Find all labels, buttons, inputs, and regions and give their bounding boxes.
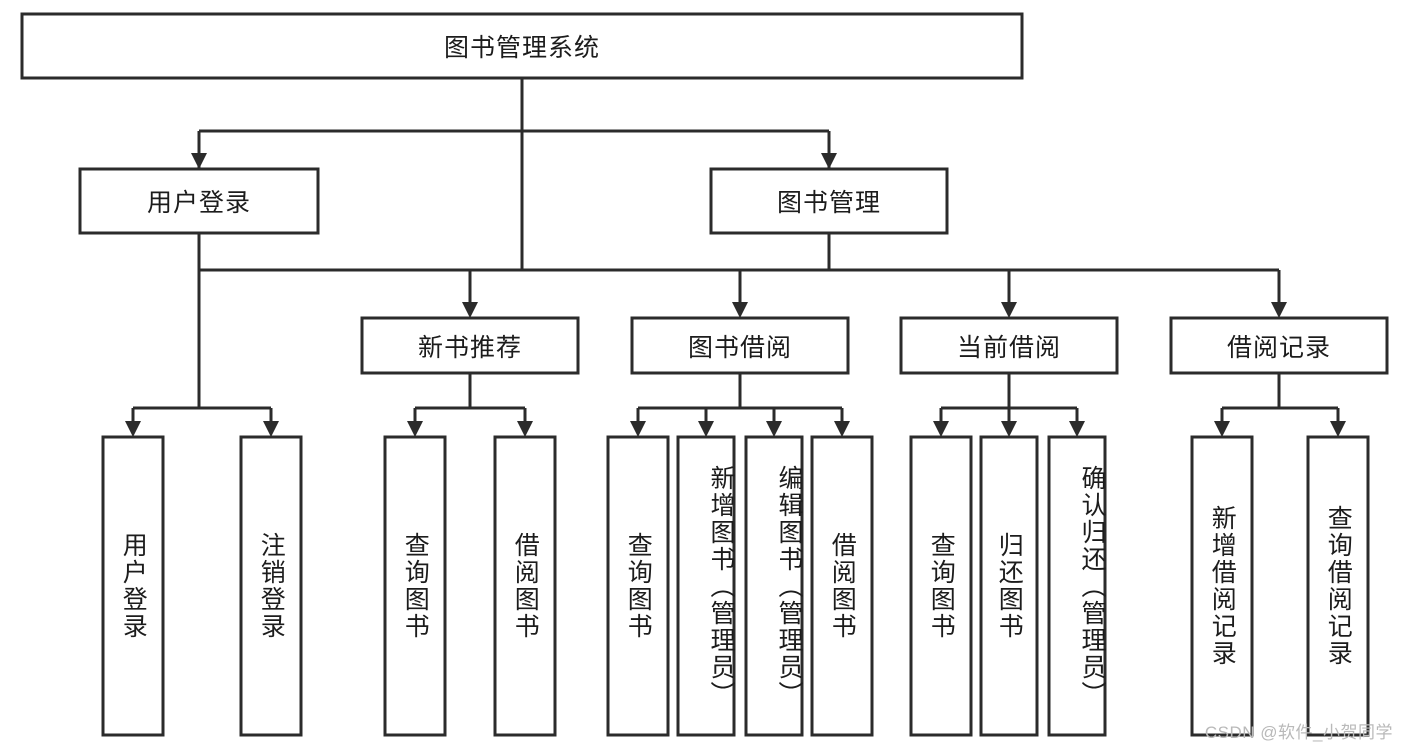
connector-new-book-recommend-children [407,373,533,437]
node-box-leaf-logout-login[interactable] [239,435,303,737]
node-label-leaf-query-book-1: 查询图书 [401,532,430,640]
node-label-root: 图书管理系统 [443,34,600,62]
node-label-current-borrow: 当前借阅 [956,333,1061,362]
arrow-head-leaf-add-book-admin [698,421,714,437]
node-label-leaf-add-book-admin: 新增图书（管理员） [707,464,735,708]
node-box-leaf-query-book-3[interactable] [909,435,973,737]
node-label-book-borrow: 图书借阅 [687,333,792,362]
node-label-leaf-borrow-book-1: 借阅图书 [511,532,540,640]
node-box-leaf-user-login[interactable] [101,435,165,737]
watermark-text: CSDN @软件_小贺同学 [1204,723,1393,742]
arrow-head-new-book-recommend [462,302,478,318]
node-label-leaf-add-borrow-record: 新增借阅记录 [1208,505,1237,667]
arrow-head-leaf-return-book [1001,421,1017,437]
arrow-head-leaf-edit-book-admin [766,421,782,437]
connector-user-login-children [125,233,279,437]
connector-root-children [191,78,837,169]
arrow-head-book-borrow [732,302,748,318]
node-label-leaf-confirm-return-admin: 确认归还（管理员） [1078,464,1106,708]
arrow-head-leaf-query-book-1 [407,421,423,437]
node-label-leaf-edit-book-admin: 编辑图书（管理员） [775,464,803,708]
arrow-head-leaf-add-borrow-record [1214,421,1230,437]
node-label-leaf-return-book: 归还图书 [995,532,1024,640]
node-box-book-manage[interactable] [709,167,949,235]
node-label-leaf-user-login: 用户登录 [119,532,148,640]
node-box-layer [20,12,1389,737]
node-box-book-borrow[interactable] [630,316,850,375]
node-label-leaf-logout-login: 注销登录 [257,532,286,640]
node-box-new-book-recommend[interactable] [360,316,580,375]
arrow-head-current-borrow [1001,302,1017,318]
node-box-current-borrow[interactable] [899,316,1119,375]
node-box-leaf-edit-book-admin[interactable] [744,435,804,737]
arrow-head-leaf-query-book-2 [630,421,646,437]
arrow-head-leaf-user-login [125,421,141,437]
arrow-head-user-login [191,153,207,169]
node-box-leaf-confirm-return-admin[interactable] [1047,435,1107,737]
node-label-book-manage: 图书管理 [776,189,881,217]
node-label-leaf-query-book-3: 查询图书 [927,532,956,640]
node-label-new-book-recommend: 新书推荐 [417,333,522,362]
arrow-head-borrow-record [1271,302,1287,318]
node-box-root[interactable] [20,12,1024,80]
node-box-leaf-borrow-book-1[interactable] [493,435,557,737]
node-label-borrow-record: 借阅记录 [1226,333,1331,362]
arrow-head-leaf-borrow-book-2 [834,421,850,437]
arrow-head-leaf-logout-login [263,421,279,437]
connector-book-manage-children [462,233,1287,318]
connector-book-borrow-children [630,373,850,437]
node-label-leaf-query-book-2: 查询图书 [624,532,653,640]
node-label-leaf-borrow-book-2: 借阅图书 [828,532,857,640]
connector-borrow-record-children [1214,373,1346,437]
node-box-user-login[interactable] [78,167,320,235]
arrow-head-leaf-query-borrow-record [1330,421,1346,437]
node-box-leaf-query-borrow-record[interactable] [1306,435,1370,737]
node-box-borrow-record[interactable] [1169,316,1389,375]
node-box-leaf-add-book-admin[interactable] [676,435,736,737]
arrow-head-book-manage [821,153,837,169]
node-box-leaf-query-book-1[interactable] [383,435,447,737]
arrow-head-leaf-confirm-return-admin [1069,421,1085,437]
node-label-user-login: 用户登录 [146,189,251,217]
arrow-head-leaf-query-book-3 [933,421,949,437]
connector-current-borrow-children [933,373,1085,437]
arrow-head-leaf-borrow-book-1 [517,421,533,437]
node-box-leaf-borrow-book-2[interactable] [810,435,874,737]
node-box-leaf-query-book-2[interactable] [606,435,670,737]
node-box-leaf-return-book[interactable] [979,435,1039,737]
node-label-leaf-query-borrow-record: 查询借阅记录 [1324,505,1353,667]
node-box-leaf-add-borrow-record[interactable] [1190,435,1254,737]
